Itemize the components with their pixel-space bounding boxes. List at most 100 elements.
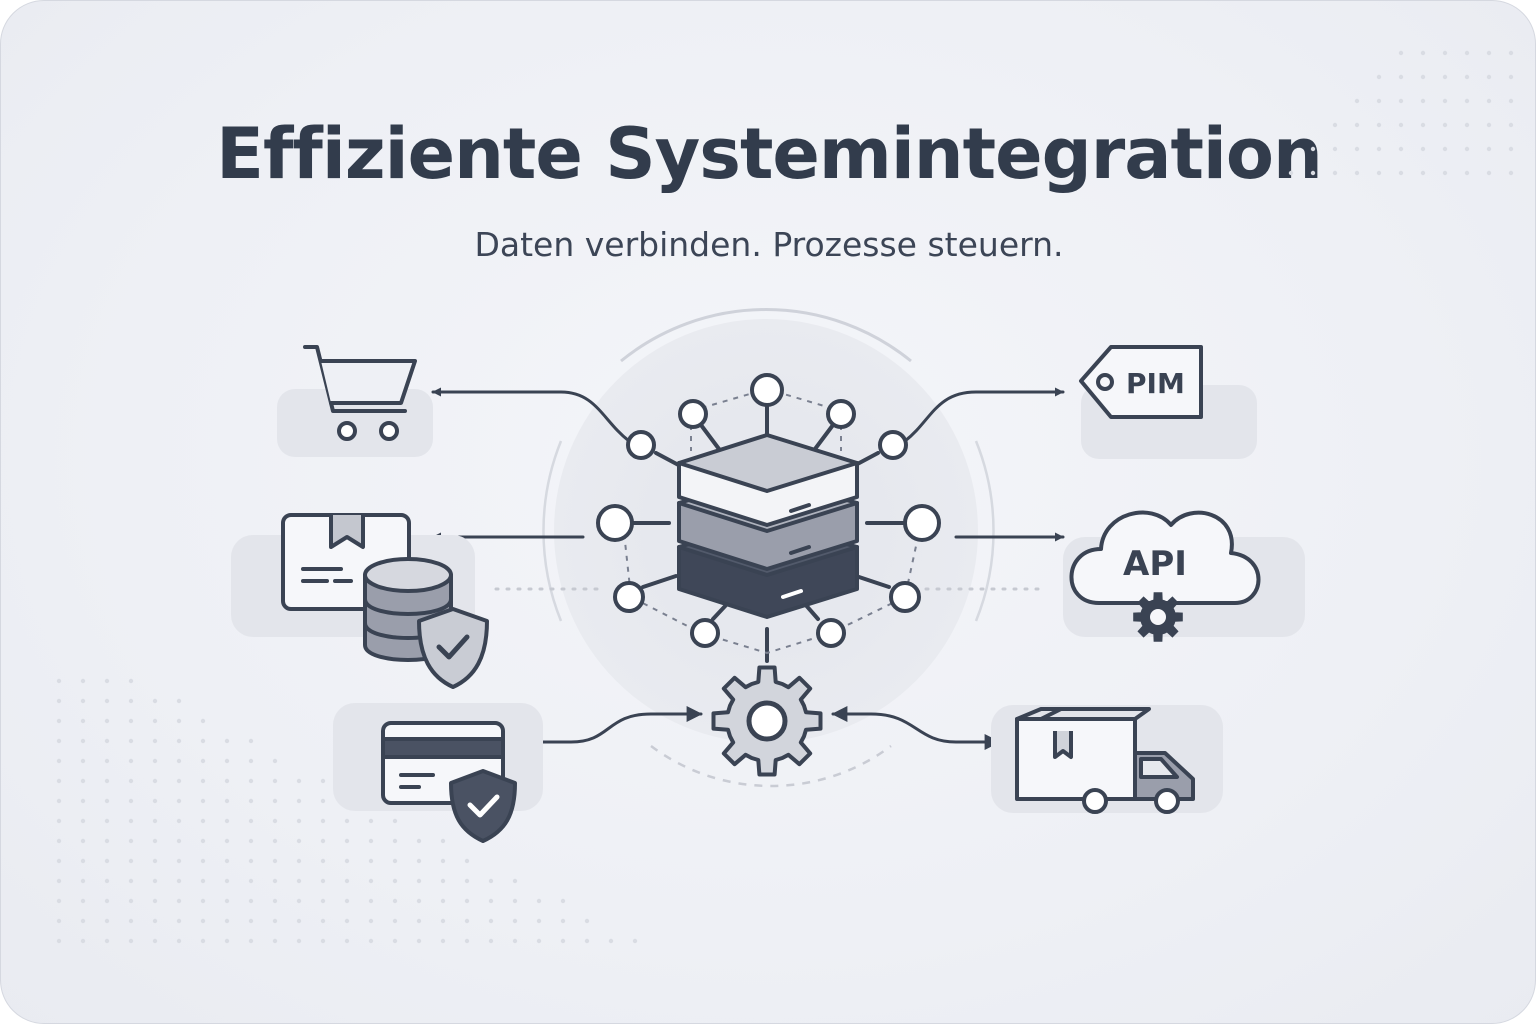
background-dot [1486, 74, 1492, 80]
background-dot [440, 938, 446, 944]
background-dot [296, 878, 302, 884]
background-dot [272, 938, 278, 944]
background-dot [368, 818, 374, 824]
halo-arc-right [974, 440, 995, 622]
background-dot [128, 718, 134, 724]
background-dot [392, 838, 398, 844]
background-dot [104, 718, 110, 724]
background-dot [320, 818, 326, 824]
background-dot [344, 938, 350, 944]
background-dot [104, 918, 110, 924]
background-dot [1464, 50, 1470, 56]
background-dot [80, 798, 86, 804]
background-dot [248, 838, 254, 844]
credit-card-shield-icon [381, 721, 517, 843]
background-dot [80, 678, 86, 684]
background-dot [128, 918, 134, 924]
background-dot [152, 758, 158, 764]
background-dot [1310, 170, 1316, 176]
background-dot [536, 918, 542, 924]
background-dot [152, 858, 158, 864]
background-dot [200, 938, 206, 944]
background-dot [248, 898, 254, 904]
background-dot [80, 898, 86, 904]
background-dot [296, 818, 302, 824]
background-dot [152, 838, 158, 844]
background-dot [224, 778, 230, 784]
pim-label: PIM [1126, 367, 1185, 400]
background-dot [1486, 98, 1492, 104]
background-dot [104, 738, 110, 744]
background-dot [392, 878, 398, 884]
background-dot [128, 898, 134, 904]
background-dot [224, 898, 230, 904]
price-tag-icon: PIM [1079, 345, 1203, 419]
background-dot [248, 938, 254, 944]
background-dot [440, 838, 446, 844]
background-dot [152, 918, 158, 924]
background-dot [1398, 98, 1404, 104]
background-dot [200, 758, 206, 764]
background-dot [1508, 146, 1514, 152]
gear-icon [711, 665, 823, 777]
background-dot [560, 898, 566, 904]
background-dot [464, 898, 470, 904]
background-dot [56, 738, 62, 744]
background-dot [128, 838, 134, 844]
background-dot [80, 858, 86, 864]
background-dot [224, 938, 230, 944]
background-dot [632, 938, 638, 944]
background-dot [176, 938, 182, 944]
background-dot [272, 878, 278, 884]
background-dot [224, 738, 230, 744]
background-dot [344, 858, 350, 864]
background-dot [1310, 146, 1316, 152]
background-dot [560, 938, 566, 944]
background-dot [1354, 170, 1360, 176]
background-dot [416, 938, 422, 944]
background-dot [104, 938, 110, 944]
background-dot [176, 798, 182, 804]
background-dot [176, 818, 182, 824]
background-dot [248, 758, 254, 764]
api-label: API [1123, 544, 1187, 584]
background-dot [128, 778, 134, 784]
background-dot [1398, 50, 1404, 56]
background-dot [608, 938, 614, 944]
background-dot [1508, 50, 1514, 56]
background-dot [296, 898, 302, 904]
background-dot [56, 918, 62, 924]
background-dot [1332, 122, 1338, 128]
background-dot [176, 858, 182, 864]
background-dot [368, 898, 374, 904]
background-dot [1442, 98, 1448, 104]
connection-arrows [431, 387, 1065, 750]
background-dot [56, 678, 62, 684]
background-dot [200, 818, 206, 824]
background-dot [80, 938, 86, 944]
delivery-truck-icon [1015, 707, 1195, 814]
background-dot [80, 718, 86, 724]
background-dot [80, 918, 86, 924]
background-dot [1376, 98, 1382, 104]
background-dot [416, 838, 422, 844]
background-dot [128, 878, 134, 884]
background-dot [320, 798, 326, 804]
background-dot [344, 878, 350, 884]
background-dot [392, 898, 398, 904]
background-dot [56, 858, 62, 864]
background-dot [464, 918, 470, 924]
background-dot [320, 778, 326, 784]
background-dot [1354, 98, 1360, 104]
background-dot [416, 918, 422, 924]
background-dot [1464, 98, 1470, 104]
background-dot [200, 738, 206, 744]
background-dot [272, 798, 278, 804]
background-dot [296, 838, 302, 844]
background-dot [1486, 146, 1492, 152]
background-dot [56, 698, 62, 704]
background-dot [1442, 146, 1448, 152]
background-dot [344, 898, 350, 904]
background-dot [296, 858, 302, 864]
